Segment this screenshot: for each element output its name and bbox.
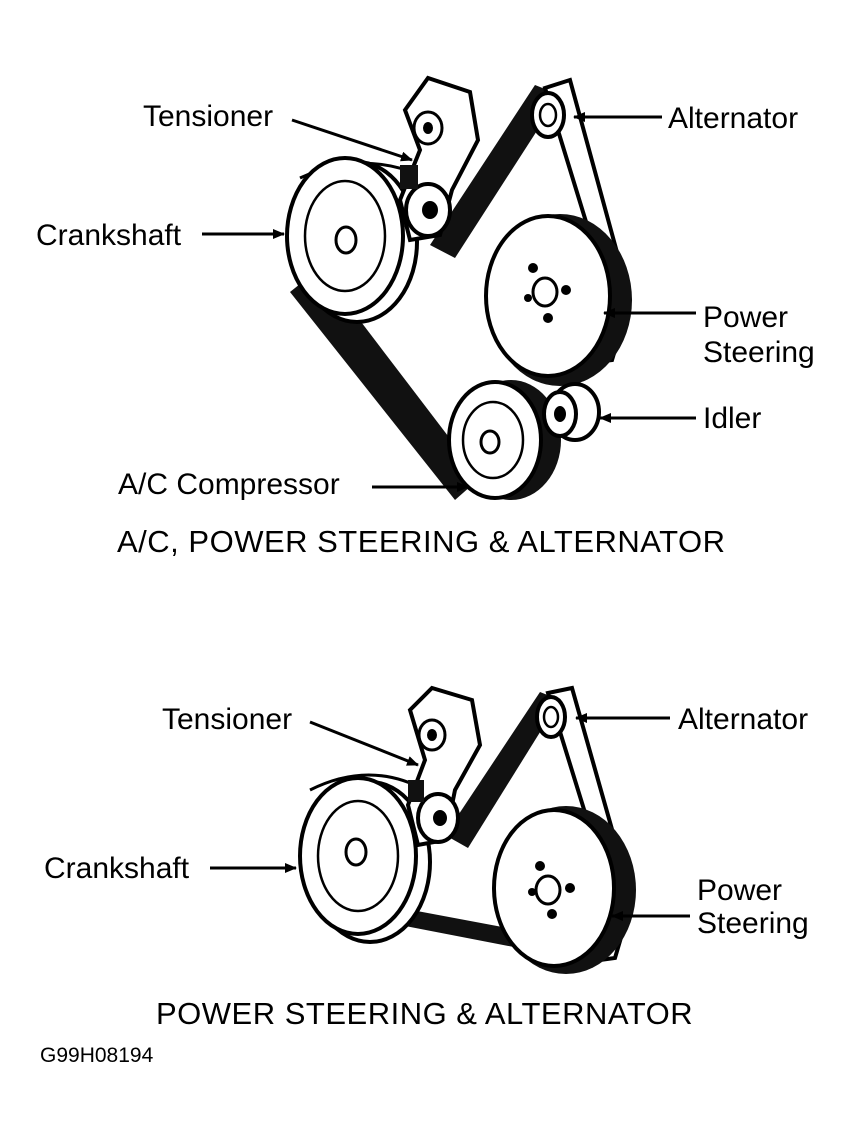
bottom-crankshaft-pulley (298, 776, 432, 944)
top-label-steering: Steering (703, 336, 815, 369)
top-label-power: Power (703, 301, 788, 334)
bottom-alternator-pulley (535, 695, 567, 739)
top-label-idler: Idler (703, 402, 761, 435)
bottom-label-crankshaft: Crankshaft (44, 852, 190, 885)
bottom-label-steering: Steering (697, 907, 809, 940)
bottom-belt-diagram: Tensioner Alternator Crankshaft Power St… (44, 685, 809, 1031)
top-crankshaft-pulley (285, 156, 419, 324)
top-belt-diagram: Tensioner Alternator Crankshaft Power St… (36, 75, 815, 559)
top-belt-lower-left-run (290, 268, 480, 500)
top-alternator-pulley (530, 91, 566, 139)
top-tensioner-assembly (397, 75, 481, 243)
bottom-diagram-caption: POWER STEERING & ALTERNATOR (156, 996, 693, 1031)
bottom-tensioner-assembly (405, 685, 483, 848)
bottom-label-alternator: Alternator (678, 703, 808, 736)
top-tensioner-leader (291, 118, 413, 162)
bottom-tensioner-leader (309, 720, 419, 767)
top-ac-compressor-pulley (447, 380, 561, 500)
top-idler-pulley (542, 382, 601, 442)
bottom-power-steering-pulley (492, 806, 636, 974)
bottom-belt-upper-run (445, 692, 560, 848)
top-label-tensioner: Tensioner (143, 100, 273, 133)
top-label-ac-compressor: A/C Compressor (118, 468, 340, 501)
bottom-label-power: Power (697, 874, 782, 907)
top-diagram-caption: A/C, POWER STEERING & ALTERNATOR (117, 524, 726, 559)
top-label-alternator: Alternator (668, 102, 798, 135)
figure-code: G99H08194 (40, 1044, 154, 1067)
bottom-label-tensioner: Tensioner (162, 703, 292, 736)
top-belt-upper-run (430, 85, 560, 258)
top-power-steering-pulley (484, 214, 632, 386)
top-label-crankshaft: Crankshaft (36, 219, 182, 252)
